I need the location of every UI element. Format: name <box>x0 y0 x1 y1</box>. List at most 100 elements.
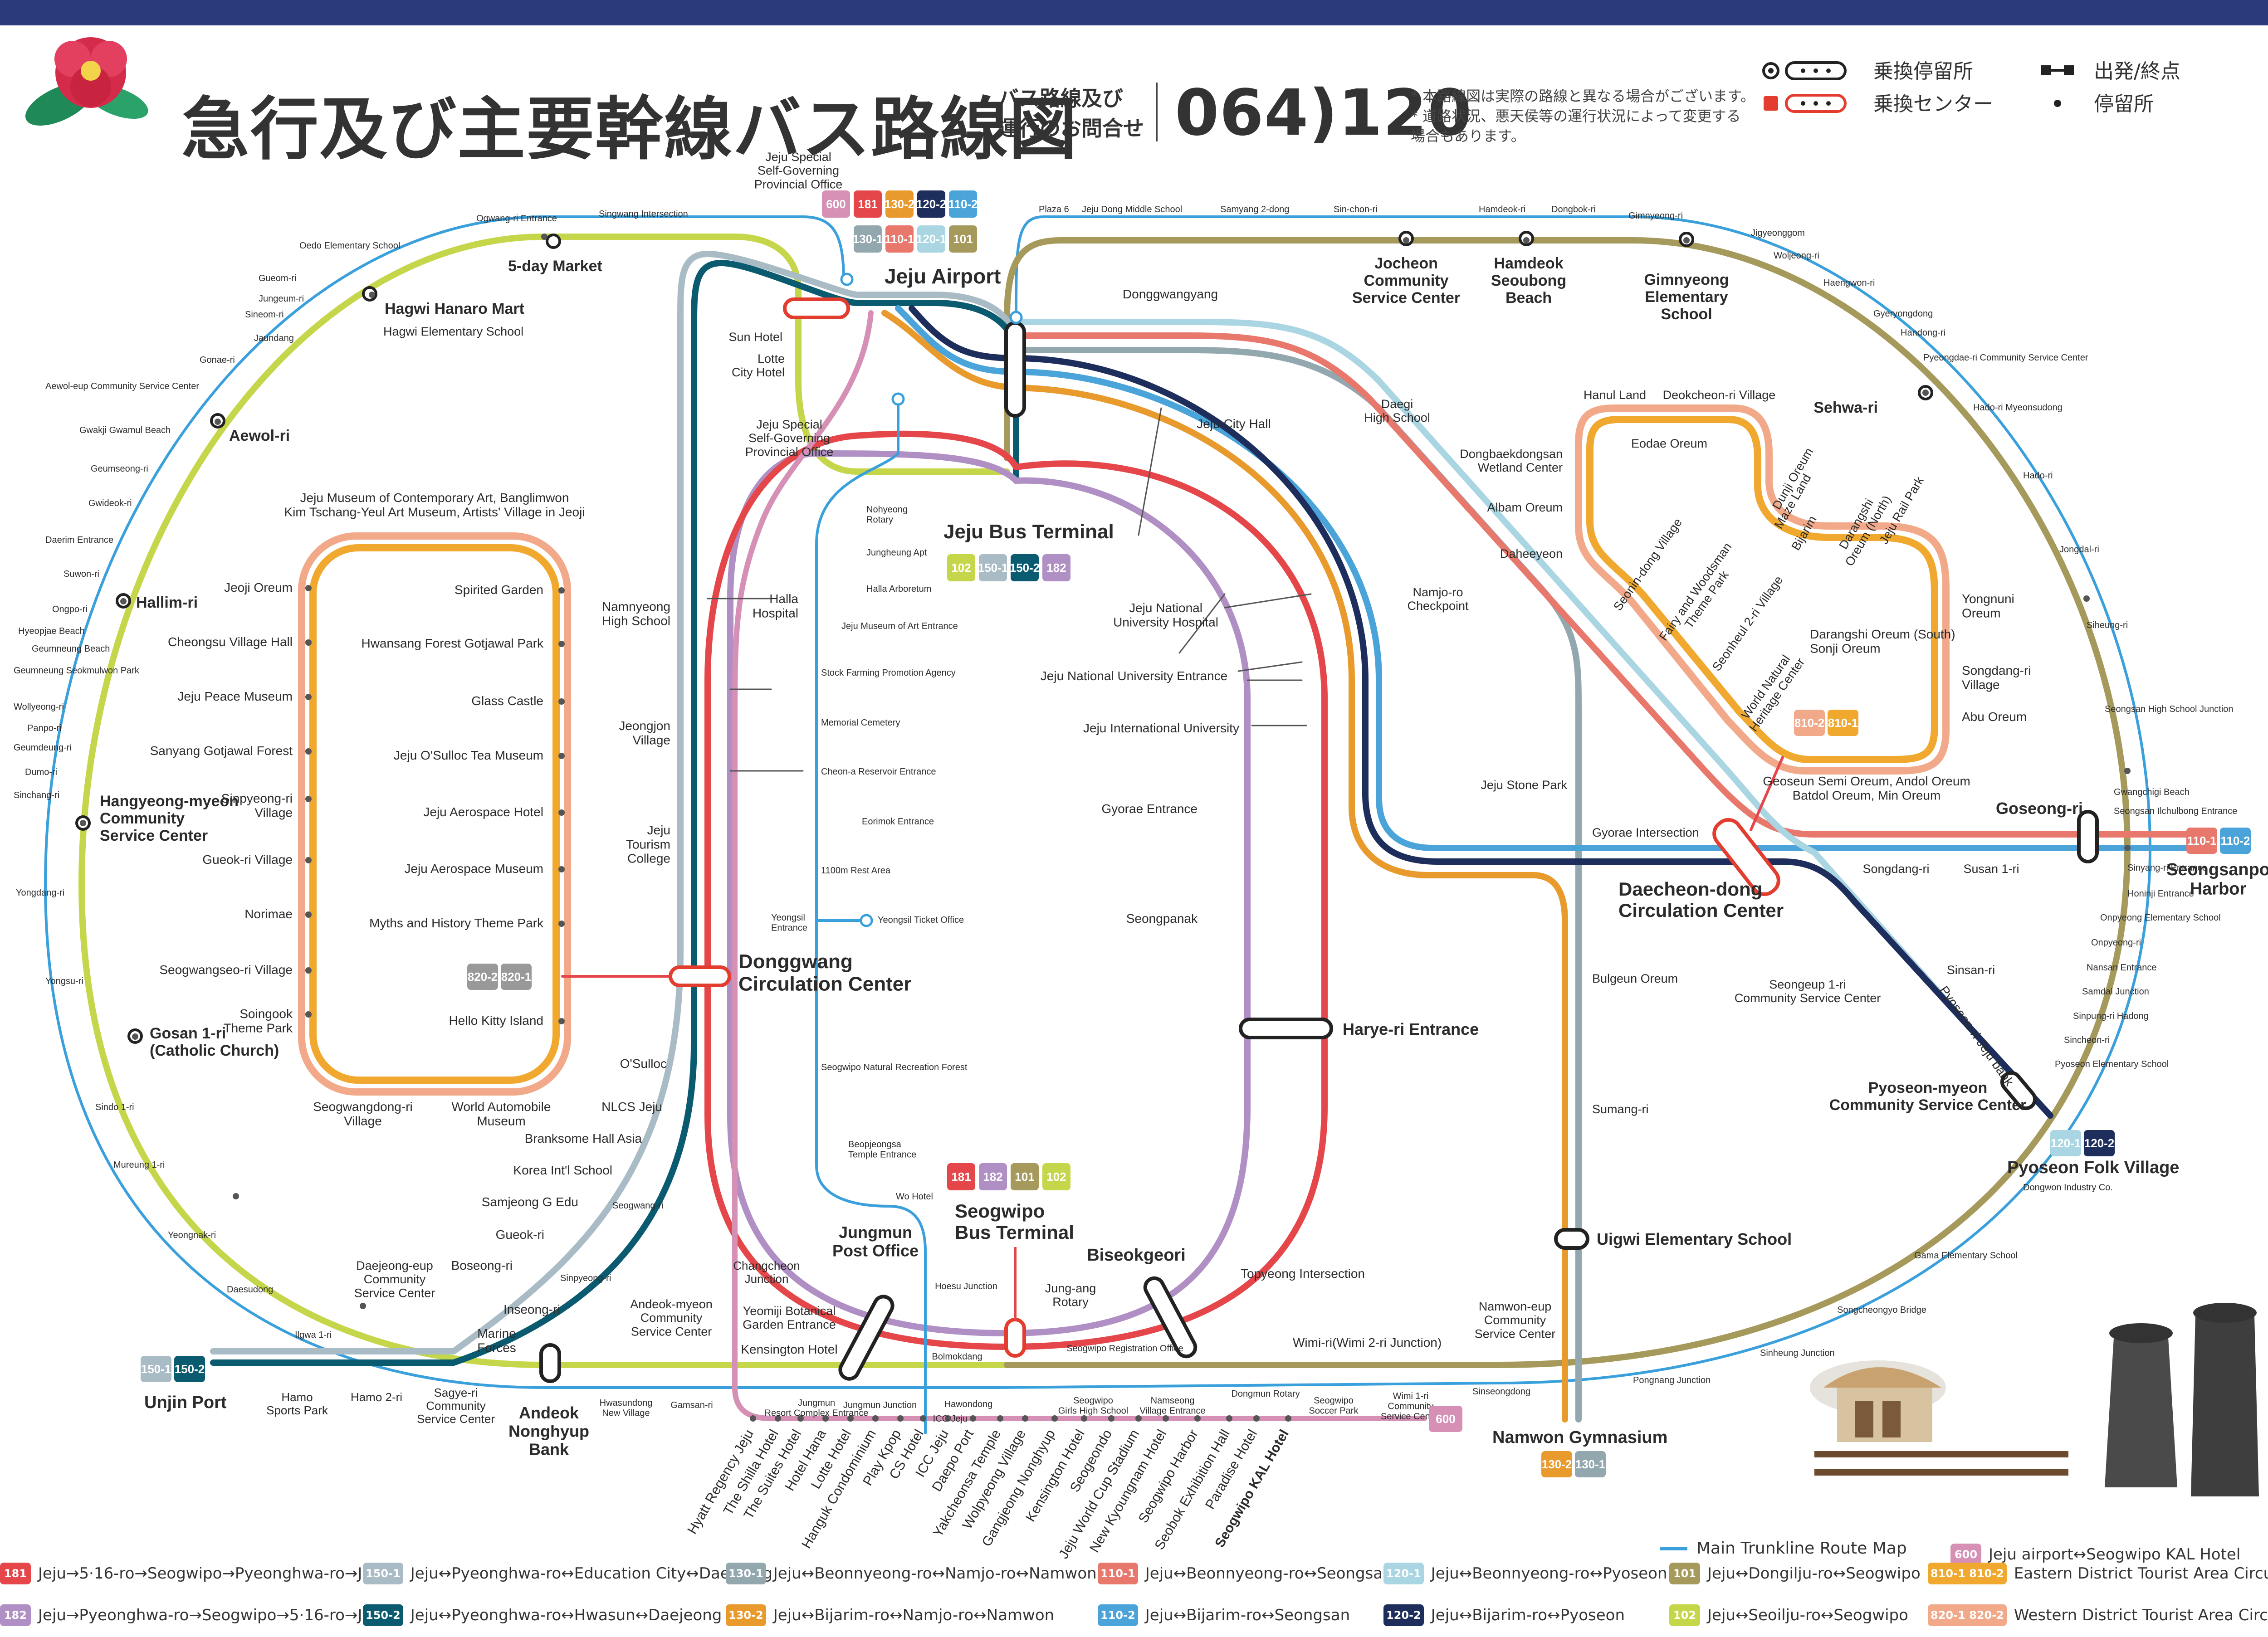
legend-text-3: Jeju↔Pyeonghwa-ro↔Hwasun↔Daejeong <box>410 1606 722 1624</box>
label-m65: Pyoseon-ri Jeju bank <box>1937 984 2017 1089</box>
stop-label-s41: Gyeryongdong <box>1873 309 1933 319</box>
east-badge-0-label: 810-2 <box>1794 716 1825 730</box>
label-m28: Hamo 2-ri <box>351 1390 402 1404</box>
harbor-badge-1-label: 110-2 <box>2220 834 2250 848</box>
ring-dot-10 <box>1683 237 1690 244</box>
stop-label-s51: Sinyang-ri Entrance <box>2127 863 2207 873</box>
airport-badge2-2-label: 120-1 <box>916 232 947 246</box>
daecheon-transfer-center <box>1712 818 1780 896</box>
label-m2: Sun Hotel <box>728 330 782 344</box>
label-m23: Boseong-ri <box>451 1258 513 1272</box>
legend-text-1: Jeju→Pyeonghwa-ro→Seogwipo→5·16-ro→Jeju <box>38 1606 386 1624</box>
legend-terminal-label: 出発/終点 <box>2094 60 2180 83</box>
legend-main-trunk-label: Main Trunkline Route Map <box>1696 1539 1907 1558</box>
label-m50: Gamsan-ri <box>670 1400 713 1410</box>
ring-dot-11 <box>1922 390 1929 396</box>
label-m19: Branksome Hall Asia <box>525 1131 642 1145</box>
inquiry-label: バス路線及び 運行のお問合せ <box>998 86 1144 141</box>
seogwipo-badge-1: 182 <box>979 1163 1007 1190</box>
legend-badge-9: 120-2 <box>1383 1604 1424 1626</box>
trunk-label-t6: Memorial Cemetery <box>821 718 900 728</box>
east-loop-label-2: Eodae Oreum <box>1631 437 1707 450</box>
label-m38: Sumang-ri <box>1592 1102 1649 1116</box>
stop-label-s25: Yongdang-ri <box>16 888 64 898</box>
label-m45: Sinsan-ri <box>1947 963 1995 977</box>
stop-label-s45: Hado-ri <box>2023 471 2053 481</box>
west-right-1: Hwansang Forest Gotjawal Park <box>361 636 544 650</box>
airport-transfer-center <box>783 297 850 319</box>
route-120-1 <box>1013 319 2035 1101</box>
stop-label-hagwi: Hagwi Hanaro Mart <box>385 300 524 317</box>
south-dot-8 <box>945 1415 951 1422</box>
ring-dot-4 <box>80 820 86 826</box>
legend-text-10: Jeju↔Dongilju-ro↔Seogwipo <box>1707 1564 1921 1583</box>
east-loop-label-5: Daheeyeon <box>1500 547 1563 560</box>
stop-label-s56: Samdal Junction <box>2082 987 2149 997</box>
south-dot-15 <box>1135 1415 1142 1422</box>
west-left-dot-6 <box>305 911 312 918</box>
legend-badge-2: 150-1 <box>363 1563 403 1584</box>
label-m47: Hagwi Elementary School <box>383 325 523 338</box>
seogwipo-badge-1-label: 182 <box>983 1170 1002 1184</box>
ring-dot-1 <box>369 292 375 298</box>
label-m21: Samjeong G Edu <box>482 1195 578 1209</box>
hub-unjin: Unjin Port <box>144 1393 227 1412</box>
airport-badge-0-label: 600 <box>826 197 846 211</box>
terminal-badge-3: 182 <box>1042 554 1070 581</box>
airport-badge-1-label: 181 <box>858 197 877 211</box>
stop-label-s1: Ogwang-ri Entrance <box>476 214 557 224</box>
label-m53: Jungmun Junction <box>843 1400 917 1410</box>
stop-label-s32: Jeju Dong Middle School <box>1082 205 1182 214</box>
west-right-0: Spirited Garden <box>455 583 543 597</box>
west-right-dot-5 <box>558 866 565 872</box>
andeok-transfer-stop <box>539 1343 561 1383</box>
dolharubang-illustration <box>1810 1303 2259 1496</box>
south-dot-18 <box>1226 1415 1232 1422</box>
south-dot-10 <box>997 1415 1003 1422</box>
legend-badge-10: 101 <box>1669 1563 1700 1584</box>
legend-item-9: 120-2 Jeju↔Bijarim-ro↔Pyoseon <box>1383 1604 1625 1626</box>
route-110-2 <box>895 305 2190 851</box>
airport-badge-2-label: 130-2 <box>885 197 915 211</box>
label-m33: Kensington Hotel <box>741 1342 837 1356</box>
ring-dot-8 <box>1403 237 1409 244</box>
legend-item-10: 101 Jeju↔Dongilju-ro↔Seogwipo <box>1669 1563 1921 1584</box>
label-m55: Bolmokdang <box>932 1352 982 1362</box>
airport-badge2-1: 110-1 <box>885 225 914 253</box>
stop-label-s36: Dongbok-ri <box>1551 205 1596 214</box>
label-m36: Wimi-ri(Wimi 2-ri Junction) <box>1293 1335 1442 1350</box>
label-m41: Jeju Stone Park <box>1481 778 1567 792</box>
legend-text-9: Jeju↔Bijarim-ro↔Pyoseon <box>1431 1606 1625 1624</box>
stop-label-s14: Suwon-ri <box>64 569 99 579</box>
trunk-line-swatch <box>1660 1546 1687 1550</box>
ring-dot-13 <box>2124 768 2131 774</box>
west-right-dot-7 <box>558 1018 565 1024</box>
label-m54: Hoesu Junction <box>935 1281 997 1291</box>
label-m18: NLCS Jeju <box>601 1100 662 1114</box>
south-dot-13 <box>1081 1415 1087 1422</box>
trunk-start-dot <box>891 392 905 406</box>
west-right-dot-1 <box>558 641 565 647</box>
airport-badge2-2: 120-1 <box>916 225 947 253</box>
west-right-5: Jeju Aerospace Museum <box>404 862 543 876</box>
east-loop-label-1: Deokcheon-ri Village <box>1663 388 1776 402</box>
seogwipo-badge-3: 102 <box>1042 1163 1070 1190</box>
